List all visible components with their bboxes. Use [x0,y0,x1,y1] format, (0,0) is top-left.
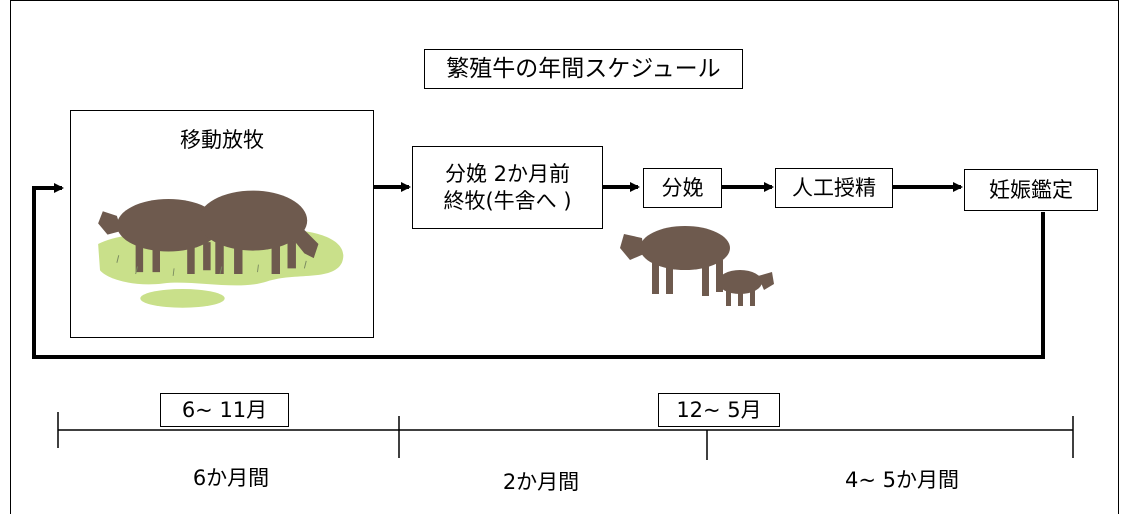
cow-and-calf-image [620,226,774,306]
diagram-title: 繁殖牛の年間スケジュール [424,49,743,89]
step-pregnancy-check-box: 妊娠鑑定 [964,169,1098,211]
step-end-grazing-box: 分娩 2か月前 終牧(牛舎へ ) [412,146,603,229]
diagram-frame [10,0,1119,514]
step-end-grazing-line2: 終牧(牛舎へ ) [443,188,572,213]
duration-2-months: 2か月間 [502,470,580,494]
step-grazing-label: 移動放牧 [180,128,264,152]
step-insemination-box: 人工授精 [775,168,893,208]
step-end-grazing-line1: 分娩 2か月前 [444,162,571,187]
period-label-jun-nov: 6~ 11月 [160,393,289,427]
loop-back-arrow [32,183,1045,359]
step-calving-box: 分娩 [643,168,722,208]
period-label-dec-may: 12~ 5月 [658,393,780,427]
duration-6-months: 6か月間 [192,466,270,490]
step-grazing-box: 移動放牧 [70,110,374,338]
duration-4-5-months: 4~ 5か月間 [845,468,959,492]
grazing-cattle-image [98,190,344,308]
